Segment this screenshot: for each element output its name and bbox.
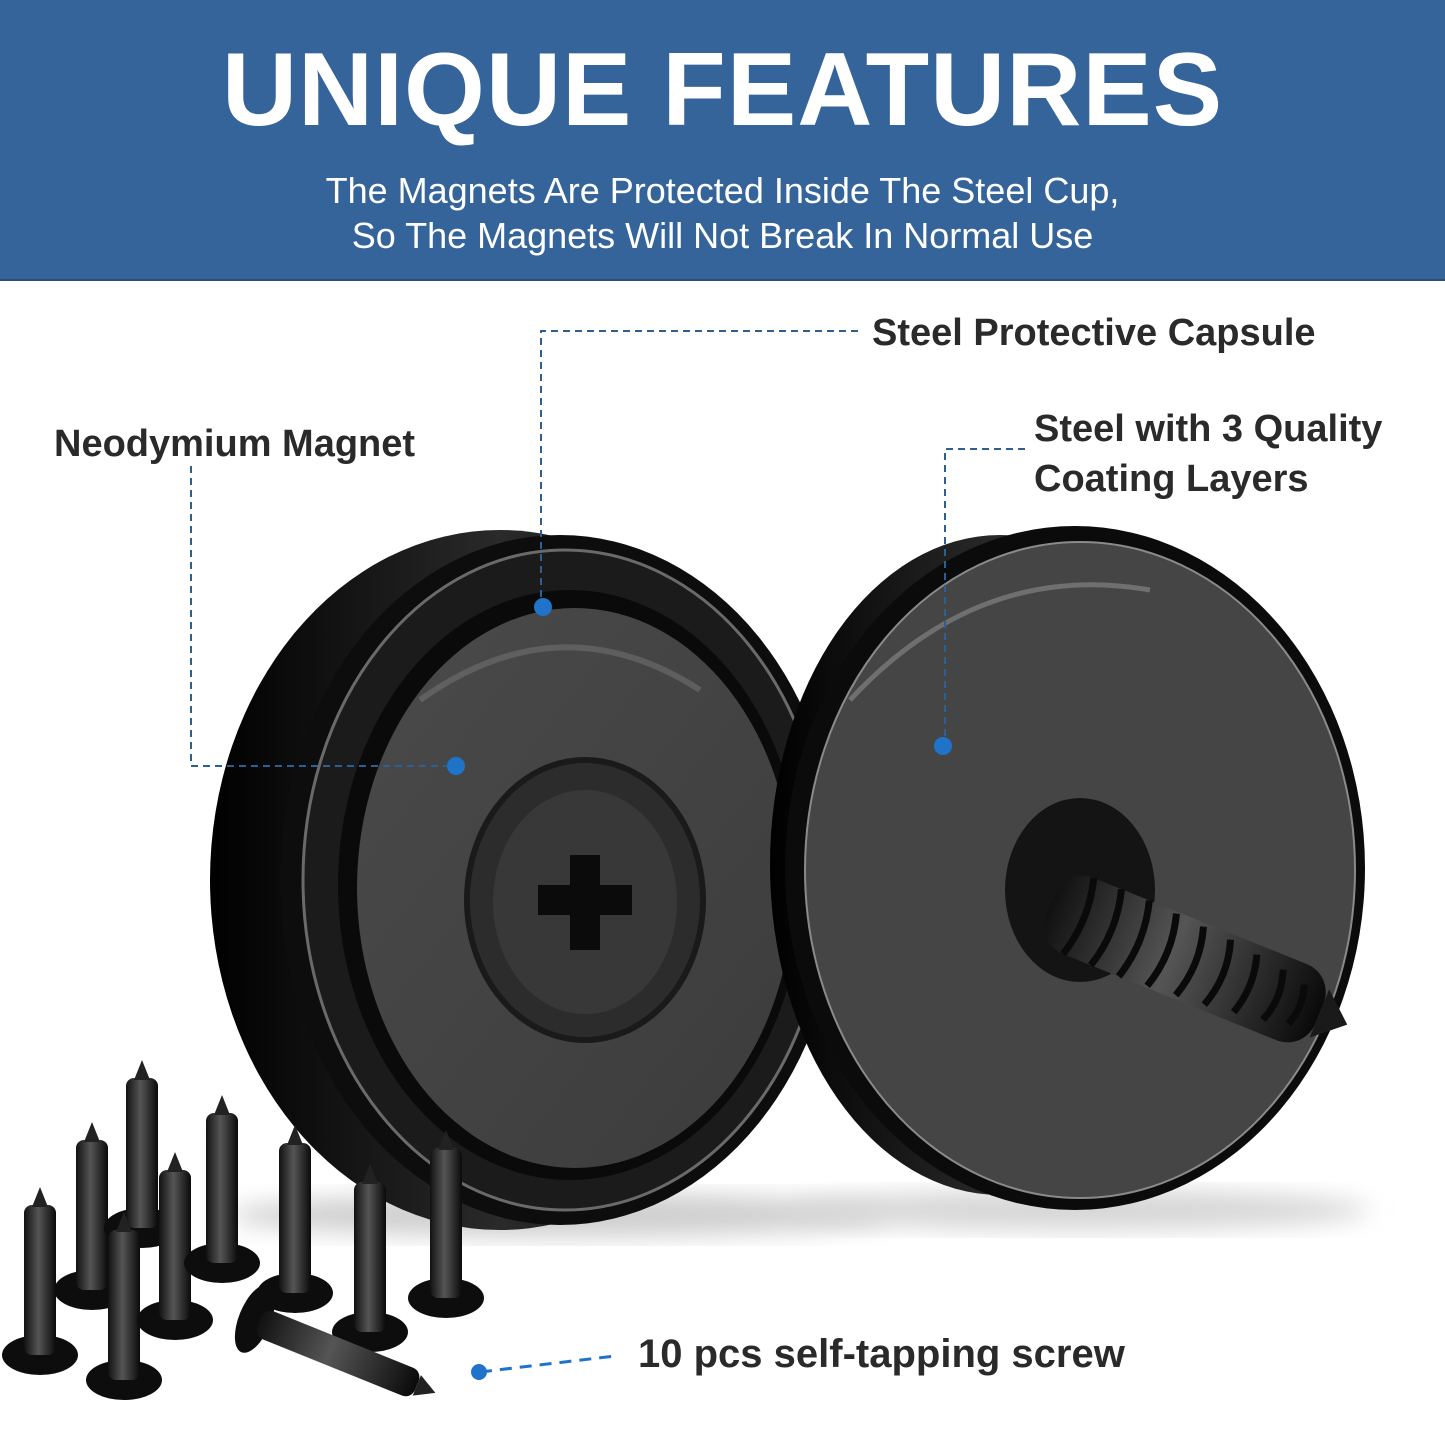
callout-lines <box>190 330 1025 1374</box>
subtitle-line-2: So The Magnets Will Not Break In Normal … <box>351 215 1094 256</box>
label-coating-layers: Steel with 3 Quality Coating Layers <box>1034 404 1382 504</box>
callout-line-coating <box>944 448 1025 745</box>
screw <box>137 1152 213 1340</box>
self-tapping-screws <box>2 1060 484 1400</box>
callout-line-capsule <box>540 330 858 605</box>
right-cup-magnet <box>770 526 1365 1210</box>
label-coating-line-2: Coating Layers <box>1034 458 1309 500</box>
callout-line-magnet <box>190 466 455 767</box>
screw-lying <box>234 1284 436 1397</box>
callout-dot-capsule <box>534 598 552 616</box>
label-neodymium-magnet: Neodymium Magnet <box>54 423 416 465</box>
screw <box>257 1125 333 1313</box>
page-title: UNIQUE FEATURES <box>221 32 1224 148</box>
label-coating-line-1: Steel with 3 Quality <box>1034 408 1383 450</box>
label-self-tapping-screws: 10 pcs self-tapping screw <box>638 1332 1125 1376</box>
callout-line-screws <box>479 1354 616 1374</box>
screw <box>86 1212 162 1400</box>
screw <box>184 1095 260 1283</box>
page-subtitle: The Magnets Are Protected Inside The Ste… <box>0 168 1445 258</box>
callout-dot-coating <box>934 737 952 755</box>
left-cup-magnet <box>210 530 840 1230</box>
callout-dots <box>447 598 952 1380</box>
subtitle-line-1: The Magnets Are Protected Inside The Ste… <box>325 170 1120 211</box>
callout-dot-screws <box>471 1364 487 1380</box>
screw <box>408 1130 484 1318</box>
header-banner: UNIQUE FEATURES The Magnets Are Protecte… <box>0 0 1445 281</box>
screw <box>2 1187 78 1375</box>
screw <box>332 1164 408 1352</box>
callout-dot-magnet <box>447 757 465 775</box>
label-steel-protective-capsule: Steel Protective Capsule <box>872 312 1316 354</box>
